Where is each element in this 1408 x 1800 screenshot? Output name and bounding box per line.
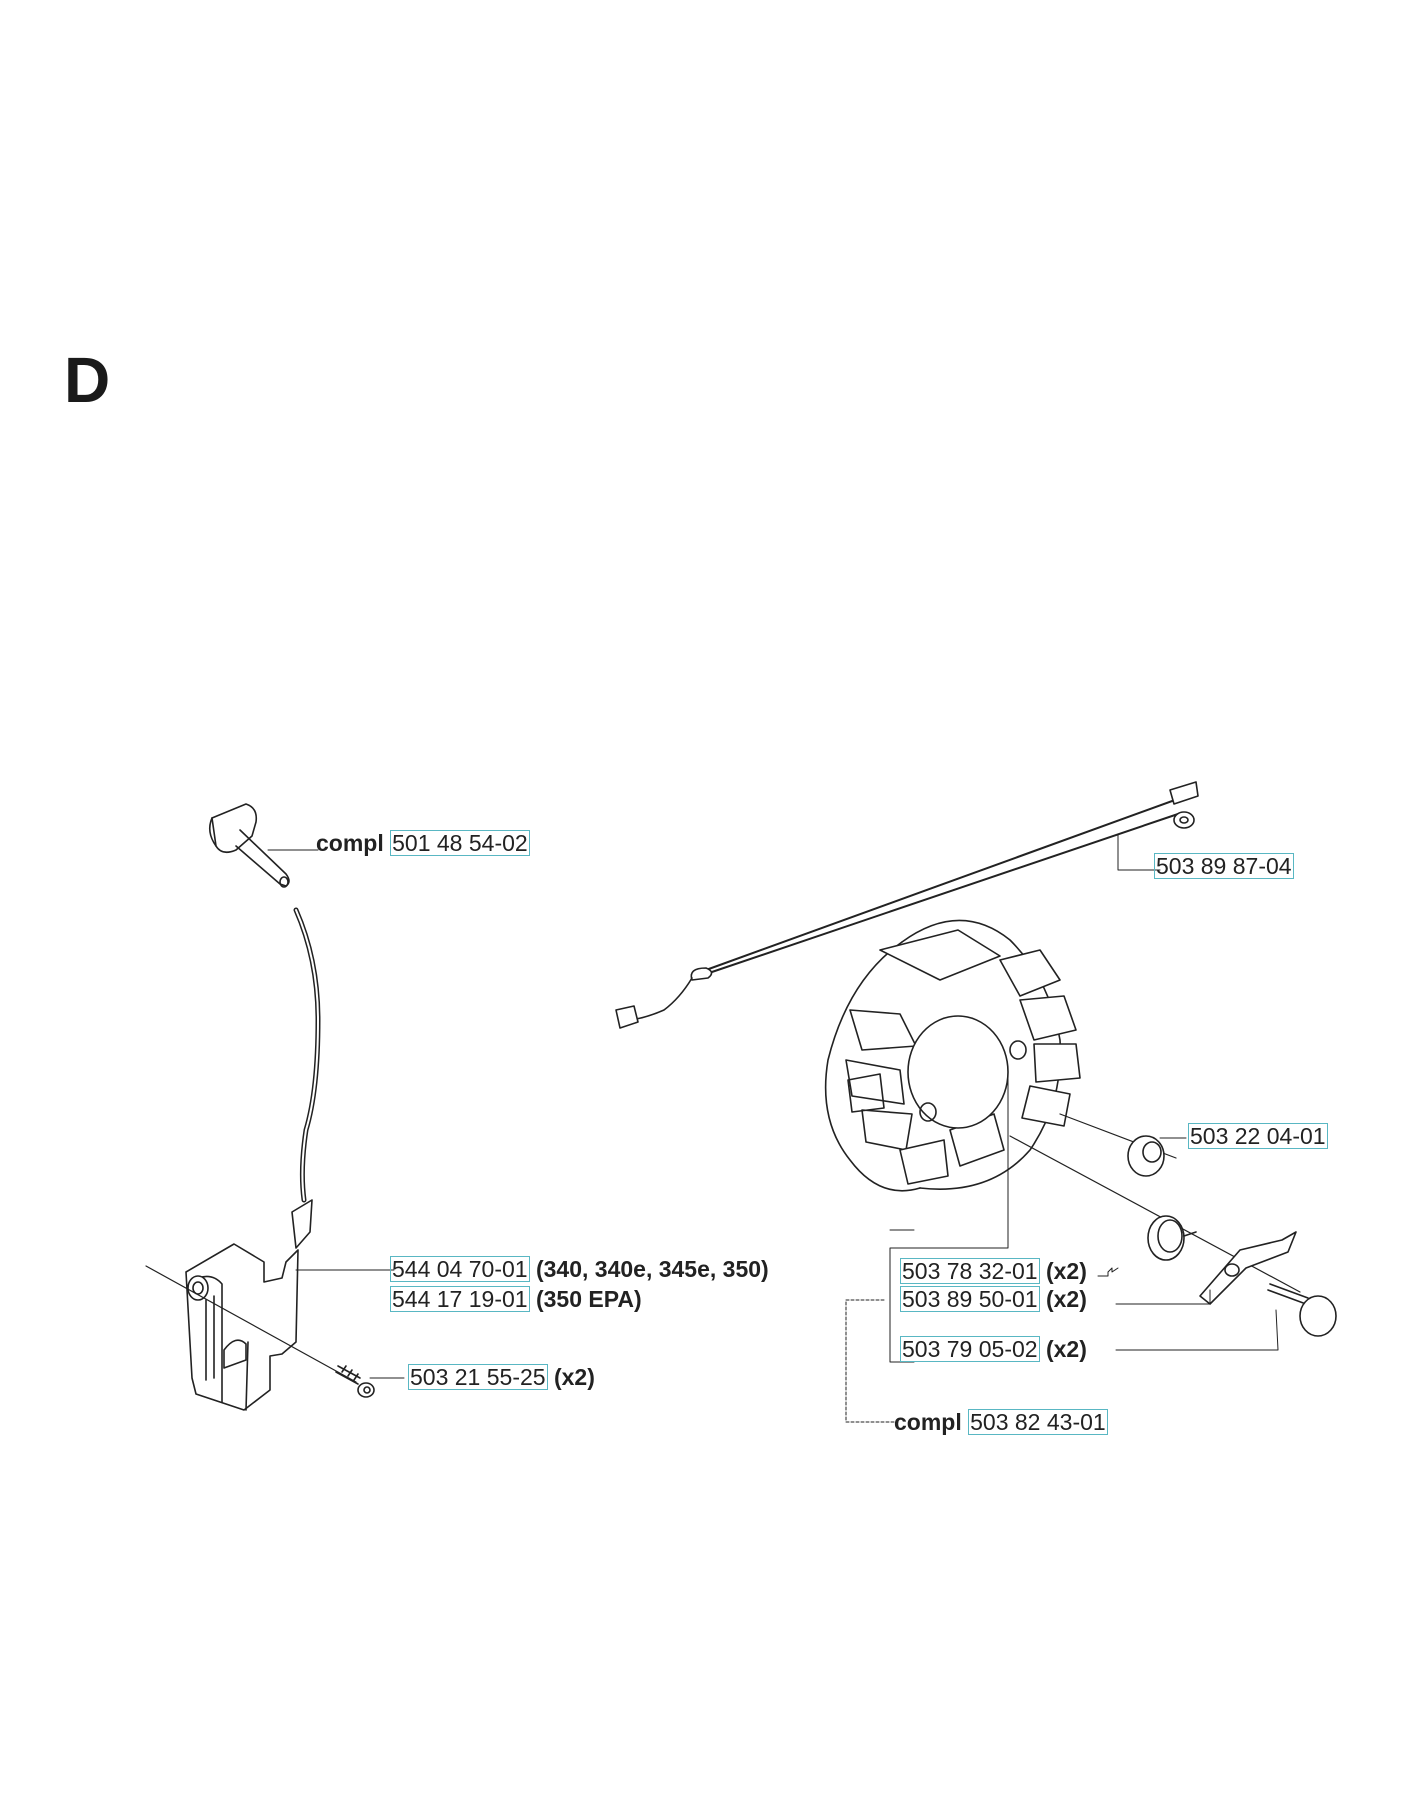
part-number-link[interactable]: 544 04 70-01 (390, 1256, 530, 1282)
part-label-flywheel-nut: 503 22 04-01 (1188, 1122, 1328, 1150)
part-number-link[interactable]: 503 78 32-01 (900, 1258, 1040, 1284)
part-label-ignition-module-b: 544 17 19-01 (350 EPA) (390, 1285, 642, 1313)
spring-icon (1147, 1215, 1197, 1261)
ignition-wire-icon (615, 781, 1199, 1029)
part-label-ignition-module-a: 544 04 70-01 (340, 340e, 345e, 350) (390, 1255, 769, 1283)
part-number-link[interactable]: 503 79 05-02 (900, 1336, 1040, 1362)
part-number-link[interactable]: 503 82 43-01 (968, 1409, 1108, 1435)
part-label-pawl: 503 89 50-01 (x2) (900, 1285, 1087, 1313)
ignition-module-icon (185, 1199, 313, 1411)
part-label-spring: 503 78 32-01 (x2) (900, 1257, 1087, 1285)
part-label-spark-plug-cap: compl 501 48 54-02 (316, 829, 530, 857)
spark-plug-lead (293, 907, 321, 1203)
quantity: (x2) (553, 1364, 595, 1390)
part-label-flywheel-complete: compl 503 82 43-01 (894, 1408, 1108, 1436)
section-letter: D (64, 344, 111, 416)
screw-icon (335, 1365, 375, 1398)
part-number-link[interactable]: 544 17 19-01 (390, 1286, 530, 1312)
spark-plug-cap-icon (208, 803, 290, 888)
quantity: (x2) (1045, 1286, 1087, 1312)
part-label-module-screw: 503 21 55-25 (x2) (408, 1363, 595, 1391)
quantity: (x2) (1045, 1336, 1087, 1362)
label-prefix: compl (894, 1409, 962, 1435)
pawl-icon (1199, 1231, 1297, 1305)
part-label-ignition-wire: 503 89 87-04 (1154, 852, 1294, 880)
pawl-bolt-icon (1267, 1283, 1337, 1337)
part-number-link[interactable]: 503 89 50-01 (900, 1286, 1040, 1312)
label-prefix: compl (316, 830, 384, 856)
part-number-link[interactable]: 503 22 04-01 (1188, 1123, 1328, 1149)
flywheel-icon (824, 919, 1081, 1192)
part-number-link[interactable]: 503 89 87-04 (1154, 853, 1294, 879)
model-applicability: (350 EPA) (535, 1286, 642, 1312)
model-applicability: (340, 340e, 345e, 350) (535, 1256, 769, 1282)
part-number-link[interactable]: 503 21 55-25 (408, 1364, 548, 1390)
module-axis-line (145, 1265, 357, 1383)
part-number-link[interactable]: 501 48 54-02 (390, 830, 530, 856)
quantity: (x2) (1045, 1258, 1087, 1284)
nut-icon (1127, 1135, 1165, 1177)
leader-lines (267, 833, 1279, 1423)
part-label-pawl-bolt: 503 79 05-02 (x2) (900, 1335, 1087, 1363)
